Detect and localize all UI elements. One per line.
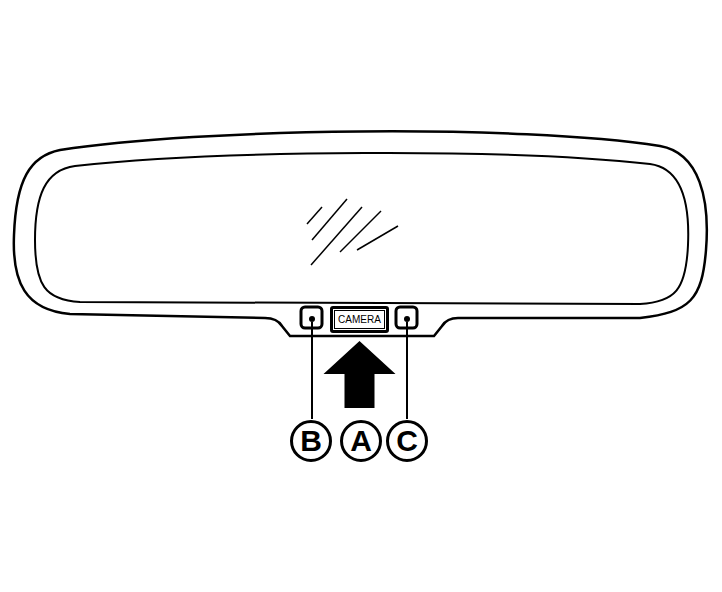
camera-button: CAMERA — [330, 306, 389, 333]
block-arrow — [324, 341, 396, 408]
callout-letter-text: A — [350, 426, 372, 456]
callout-letter: B — [290, 420, 332, 462]
callout-letter: C — [386, 420, 428, 462]
mirror-housing — [14, 131, 707, 336]
leader-line — [406, 322, 408, 419]
glare-lines — [307, 199, 398, 265]
leader-line — [311, 322, 313, 419]
mirror-glass — [35, 153, 688, 304]
callout-letter: A — [340, 420, 382, 462]
button-label: CAMERA — [338, 314, 381, 326]
callout-letter-text: C — [396, 426, 418, 456]
callout-letter-text: B — [300, 426, 322, 456]
